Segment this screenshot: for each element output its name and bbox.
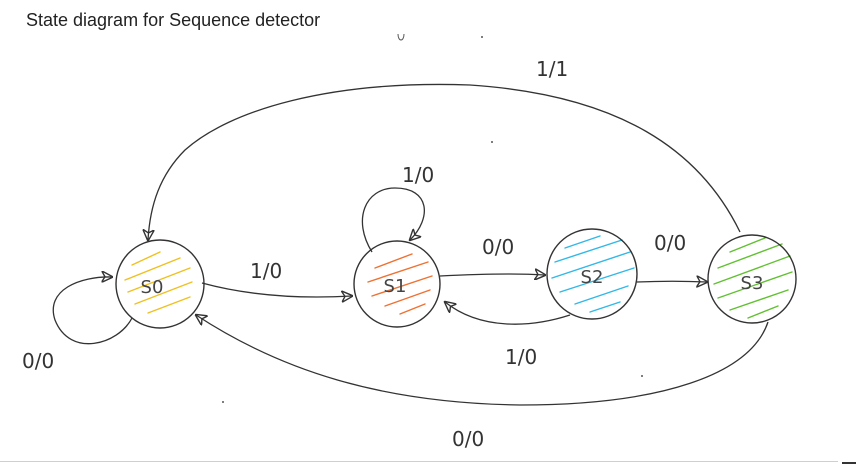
state-s2-hatch: [551, 235, 635, 313]
state-s1: S1: [353, 240, 441, 328]
edge-s3-s0-bottom: [196, 315, 769, 406]
edge-s2-s1: [445, 302, 571, 325]
state-s3-hatch: [713, 237, 793, 319]
label-s2-s1: 1/0: [505, 345, 537, 369]
edge-s2-s3: [636, 281, 707, 282]
label-s0-s1: 1/0: [250, 259, 282, 283]
state-s1-hatch: [367, 253, 433, 315]
state-s0-hatch: [124, 251, 193, 314]
label-s2-s3: 0/0: [654, 231, 686, 255]
edge-s0-self: [52, 277, 133, 345]
label-s1-s2: 0/0: [482, 235, 514, 259]
state-s0-label: S0: [141, 277, 164, 298]
edge-s1-self: [361, 187, 425, 253]
label-s3-s0-bottom: 0/0: [452, 427, 484, 451]
state-s2-label: S2: [581, 267, 604, 288]
state-s1-label: S1: [384, 276, 407, 297]
label-s0-self: 0/0: [22, 349, 54, 373]
label-s3-s0-top: 1/1: [536, 57, 568, 81]
divider: [0, 461, 838, 462]
state-s3-label: S3: [741, 273, 764, 294]
edge-s1-s2: [439, 274, 545, 276]
state-s3: S3: [707, 234, 797, 324]
corner-mark: [842, 462, 856, 464]
edge-s0-s1: [201, 282, 352, 297]
state-s0: S0: [115, 239, 205, 329]
state-s2: S2: [546, 228, 638, 320]
stray-marks: [222, 33, 643, 403]
label-s1-self: 1/0: [402, 163, 434, 187]
page-title: State diagram for Sequence detector: [26, 10, 321, 30]
edge-s3-s0-top: [148, 83, 741, 240]
